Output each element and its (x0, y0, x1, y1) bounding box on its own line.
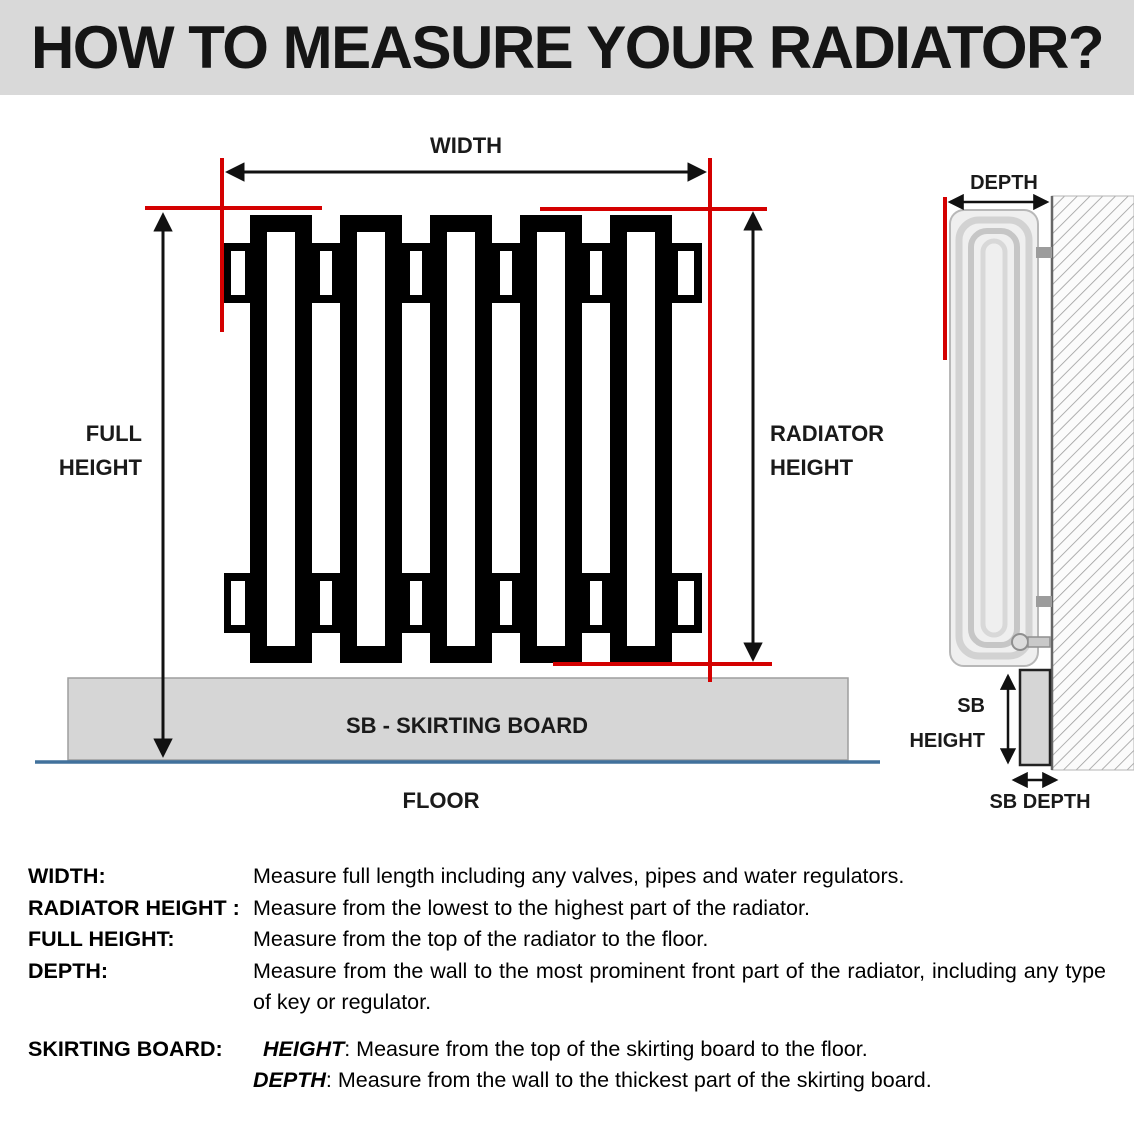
definition-term: FULL HEIGHT: (28, 927, 175, 951)
depth-label: DEPTH (970, 172, 1038, 194)
definition-term: SKIRTING BOARD: (28, 1036, 223, 1061)
skirting-board-front (67, 677, 849, 761)
definition-text: Measure from the top of the radiator to … (253, 927, 709, 951)
definition-term: DEPTH: (28, 958, 109, 983)
definitions-section: WIDTH: Measure full length including any… (28, 861, 1106, 1097)
definition-row-width: WIDTH: Measure full length including any… (28, 861, 1106, 893)
radiator-front-view (224, 215, 702, 663)
wall-bracket-bottom (1036, 596, 1052, 607)
full-height-label-line2: HEIGHT (59, 455, 143, 480)
width-label: WIDTH (430, 133, 502, 158)
definition-row-radiator-height: RADIATOR HEIGHT : Measure from the lowes… (28, 893, 1106, 925)
radiator-height-label-line1: RADIATOR (770, 421, 884, 446)
definition-text: HEIGHT: Measure from the top of the skir… (253, 1034, 1106, 1097)
full-height-label-line1: FULL (86, 421, 142, 446)
floor-label: FLOOR (403, 788, 480, 813)
skirting-board-label: SB - SKIRTING BOARD (346, 713, 588, 738)
definition-row-skirting-board: SKIRTING BOARD: HEIGHT: Measure from the… (28, 1034, 1106, 1097)
page-title: HOW TO MEASURE YOUR RADIATOR? (30, 14, 1105, 81)
spacer (28, 1019, 1106, 1034)
skirting-depth-line: DEPTH: Measure from the wall to the thic… (253, 1065, 1106, 1097)
measurement-marker-lines (145, 158, 772, 682)
skirting-height-text: : Measure from the top of the skirting b… (344, 1036, 868, 1061)
definition-text: Measure from the lowest to the highest p… (253, 895, 810, 920)
wall-bracket-top (1036, 247, 1052, 258)
radiator-side-view (949, 209, 1052, 667)
skirting-depth-text: : Measure from the wall to the thickest … (325, 1068, 932, 1092)
definition-row-depth: DEPTH: Measure from the wall to the most… (28, 956, 1106, 1019)
definition-term: RADIATOR HEIGHT : (28, 895, 240, 920)
skirting-board-side (1018, 668, 1052, 767)
skirting-height-word: HEIGHT (263, 1036, 345, 1061)
sb-depth-label: SB DEPTH (989, 791, 1090, 813)
skirting-depth-word: DEPTH (253, 1068, 326, 1092)
radiator-height-label-line2: HEIGHT (770, 455, 854, 480)
definition-text: Measure full length including any valves… (253, 864, 905, 888)
sb-height-label-line2: HEIGHT (909, 730, 985, 752)
definition-row-full-height: FULL HEIGHT: Measure from the top of the… (28, 924, 1106, 956)
sb-height-label-line1: SB (957, 695, 985, 717)
definition-term: WIDTH: (28, 864, 106, 888)
wall-hatched (1051, 195, 1134, 771)
title-banner: HOW TO MEASURE YOUR RADIATOR? (0, 0, 1134, 95)
valve (1011, 633, 1029, 651)
skirting-height-line: HEIGHT: Measure from the top of the skir… (253, 1034, 1106, 1066)
definition-text: Measure from the wall to the most promin… (253, 958, 1106, 1015)
